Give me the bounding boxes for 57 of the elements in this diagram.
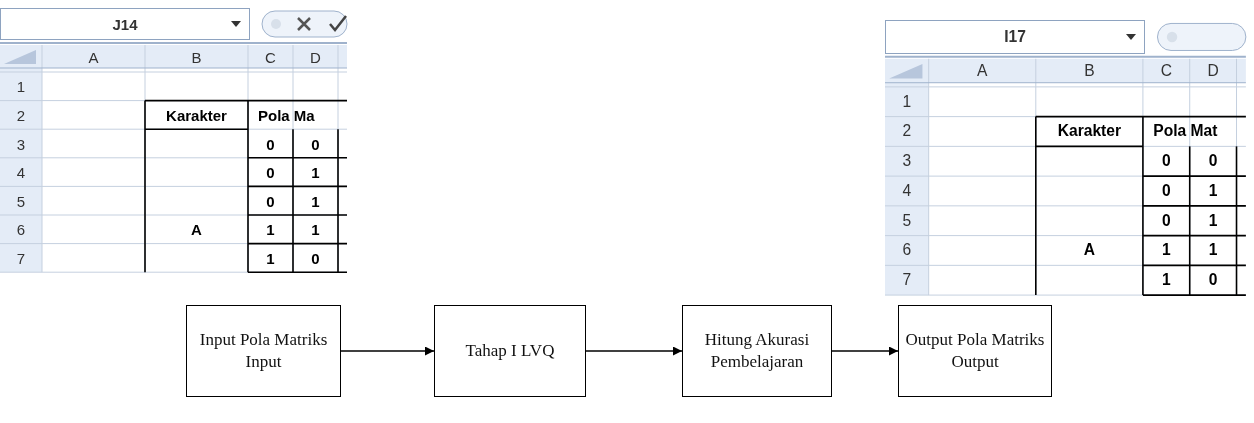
row-number: 5: [902, 212, 912, 229]
matrix-value: 0: [311, 250, 320, 266]
header-text: Pola Mat: [1153, 123, 1218, 140]
row-number: 3: [16, 136, 26, 151]
row-number: 7: [16, 250, 26, 266]
header-text: Pola Ma: [258, 107, 315, 123]
matrix-value: 0: [1161, 183, 1171, 199]
row-number: 4: [16, 164, 26, 180]
matrix-value: 1: [311, 193, 320, 209]
character-label: A: [191, 221, 202, 237]
character-label: A: [1083, 242, 1095, 259]
process-box: Hitung Akurasi Pembelajaran: [682, 305, 832, 397]
column-letter: B: [191, 49, 202, 64]
name-box-field: J14: [0, 8, 250, 40]
process-box: Input Pola Matriks Input: [186, 305, 341, 397]
arrow: [340, 346, 435, 356]
column-letter: B: [1084, 62, 1095, 79]
matrix-value: 0: [1161, 153, 1171, 170]
matrix-value: 1: [266, 221, 275, 237]
column-letter: C: [265, 49, 276, 64]
matrix-value: 0: [266, 193, 275, 209]
row-number: 1: [16, 78, 26, 94]
row-number: 6: [902, 242, 912, 259]
header-text: Karakter: [1057, 123, 1121, 140]
arrow: [831, 346, 899, 356]
matrix-value: 0: [266, 164, 275, 180]
matrix-value: 1: [1208, 183, 1218, 199]
row-number: 2: [902, 123, 912, 140]
matrix-value: 0: [1161, 212, 1171, 229]
row-number: 5: [16, 193, 26, 209]
arrow: [585, 346, 683, 356]
matrix-value: 0: [1208, 272, 1218, 288]
matrix-value: 0: [1208, 153, 1218, 170]
matrix-value: 1: [1161, 242, 1171, 259]
process-box: Output Pola Matriks Output: [898, 305, 1052, 397]
column-letter: A: [88, 49, 99, 64]
matrix-value: 1: [1208, 242, 1218, 259]
name-box-field: I17: [885, 20, 1145, 54]
process-box: Tahap I LVQ: [434, 305, 586, 397]
header-text: Karakter: [166, 107, 227, 123]
matrix-value: 1: [1161, 272, 1171, 288]
matrix-value: 0: [266, 136, 275, 151]
matrix-value: 0: [311, 136, 320, 151]
row-number: 1: [902, 93, 912, 110]
row-number: 4: [902, 183, 912, 199]
row-number: 6: [16, 221, 26, 237]
matrix-value: 1: [311, 164, 320, 180]
matrix-value: 1: [1208, 212, 1218, 229]
row-number: 7: [902, 272, 912, 288]
column-letter: A: [977, 62, 988, 79]
matrix-value: 1: [311, 221, 320, 237]
row-number: 3: [902, 153, 912, 170]
column-letter: D: [1207, 62, 1219, 79]
matrix-value: 1: [266, 250, 275, 266]
column-letter: C: [1160, 62, 1172, 79]
row-number: 2: [16, 107, 26, 123]
column-letter: D: [310, 49, 321, 64]
